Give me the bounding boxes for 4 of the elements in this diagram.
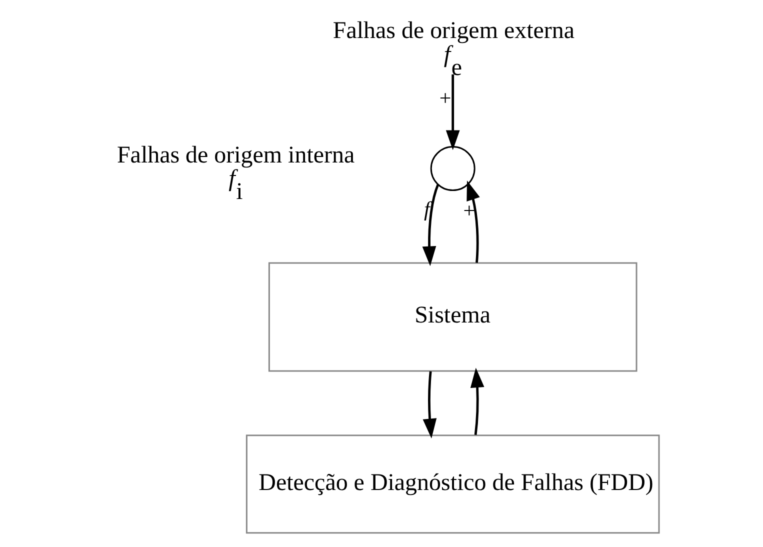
edge-label: f — [424, 196, 430, 221]
edge-label: + — [462, 198, 475, 222]
label: Falhas de origem interna — [116, 142, 354, 168]
edge-label: + — [438, 86, 451, 110]
